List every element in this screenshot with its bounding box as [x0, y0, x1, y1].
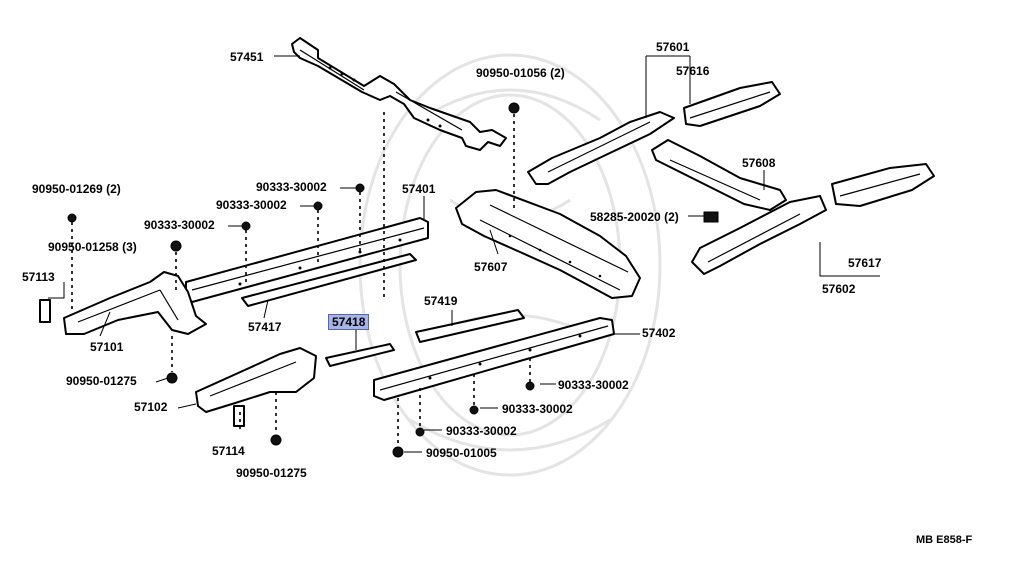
label-57601: 57601: [656, 40, 690, 54]
part-57101-drawing: [39, 271, 207, 335]
label-90333-30002-b: 90333-30002: [216, 198, 287, 212]
label-58285-20020: 58285-20020 (2): [590, 210, 679, 224]
label-57401: 57401: [402, 182, 436, 196]
label-57101: 57101: [90, 340, 124, 354]
diagram-code: MB E858-F: [916, 534, 973, 546]
label-57607: 57607: [474, 260, 508, 274]
label-57418-highlighted[interactable]: 57418: [328, 314, 370, 330]
label-90950-01275-a: 90950-01275: [66, 374, 137, 388]
part-57608-drawing: [651, 139, 935, 275]
label-90333-30002-d: 90333-30002: [558, 378, 629, 392]
label-57102: 57102: [134, 400, 168, 414]
part-57418-drawing: [325, 343, 395, 367]
label-90950-01269: 90950-01269 (2): [32, 182, 121, 196]
label-57113: 57113: [22, 270, 55, 284]
label-57451: 57451: [230, 50, 264, 64]
label-90950-01275-b: 90950-01275: [236, 466, 307, 480]
label-90333-30002-a: 90333-30002: [256, 180, 327, 194]
label-57608: 57608: [742, 156, 776, 170]
fasteners: [67, 102, 535, 458]
label-90333-30002-e: 90333-30002: [502, 402, 573, 416]
label-57419: 57419: [424, 294, 458, 308]
label-90950-01258: 90950-01258 (3): [48, 240, 137, 254]
label-90333-30002-c: 90333-30002: [144, 218, 215, 232]
label-57616: 57616: [676, 64, 710, 78]
label-90950-01056: 90950-01056 (2): [476, 66, 565, 80]
label-90950-01005: 90950-01005: [426, 446, 497, 460]
part-57419-drawing: [415, 309, 525, 343]
label-57417: 57417: [248, 320, 282, 334]
part-57451-drawing: [291, 37, 507, 151]
label-90333-30002-f: 90333-30002: [446, 424, 517, 438]
part-57102-drawing: [195, 347, 317, 427]
part-57401-drawing: [185, 217, 429, 307]
part-57607-drawing: [455, 189, 641, 299]
assembly-lines: [71, 112, 531, 446]
label-57602: 57602: [822, 282, 856, 296]
leader-lines: [48, 55, 880, 453]
label-57617: 57617: [848, 256, 882, 270]
label-57114: 57114: [212, 444, 245, 458]
part-57601-drawing: [527, 81, 781, 185]
label-57402: 57402: [642, 326, 676, 340]
